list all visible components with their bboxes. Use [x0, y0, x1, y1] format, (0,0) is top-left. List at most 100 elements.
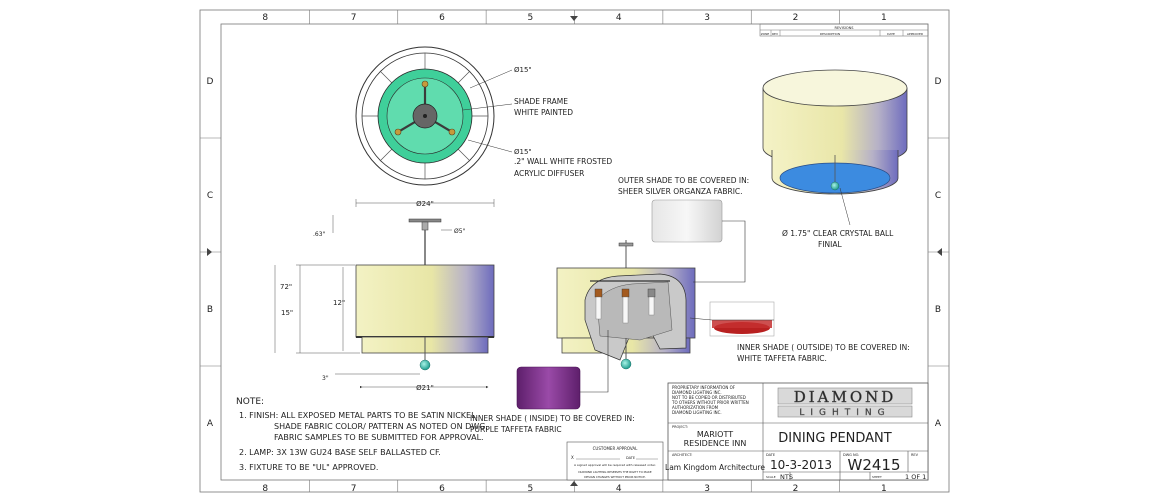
canopy: [408, 218, 442, 223]
section-ball: [620, 358, 632, 370]
swatch-silver-organza: [651, 199, 723, 243]
title-block: PROPRIETARY INFORMATION OF DIAMOND LIGHT…: [665, 382, 929, 481]
inner-outside-note-1: INNER SHADE ( OUTSIDE) TO BE COVERED IN:: [737, 343, 910, 352]
note-line-1: 1. FINISH: ALL EXPOSED METAL PARTS TO BE…: [239, 411, 478, 420]
column-label-1: 1: [881, 484, 887, 494]
rev-col-description: DESCRIPTION: [820, 32, 840, 36]
proprietary-1: PROPRIETARY INFORMATION OF: [672, 385, 736, 390]
column-label-4: 4: [616, 13, 622, 23]
column-label-8: 8: [262, 13, 268, 23]
column-label-4: 4: [616, 484, 622, 494]
row-label-D: D: [207, 77, 214, 87]
dim-frame-diameter: Ø15": [514, 66, 532, 74]
column-label-2: 2: [793, 13, 799, 23]
row-label-C: C: [207, 191, 213, 201]
rev-col-approved: APPROVED: [907, 32, 924, 36]
column-label-5: 5: [527, 13, 533, 23]
note-line-3: FABRIC SAMPLES TO BE SUBMITTED FOR APPRO…: [274, 433, 484, 442]
inner-inside-note-2: PURPLE TAFFETA FABRIC: [470, 425, 562, 434]
dim-outer-height: 15": [281, 309, 293, 317]
row-label-A: A: [935, 419, 942, 429]
customer-approval-box: CUSTOMER APPROVAL X DATE A signed approv…: [566, 441, 664, 481]
centering-marks: [207, 16, 942, 486]
architect-name: Lam Kingdom Architecture: [665, 463, 765, 472]
drawing-number: W2415: [847, 456, 900, 474]
approval-x: X: [571, 455, 574, 460]
column-label-6: 6: [439, 13, 445, 23]
note-line-2: SHADE FABRIC COLOR/ PATTERN AS NOTED ON …: [274, 422, 488, 431]
dim-canopy-diameter: Ø5": [454, 228, 466, 235]
approval-disclaimer-2: DESIGN CHANGES WITHOUT PRIOR NOTICE.: [584, 475, 646, 479]
svg-text:DIAMOND: DIAMOND: [794, 388, 897, 406]
proprietary-3: NOT TO BE COPIED OR DISTRIBUTED: [672, 395, 746, 400]
crystal-ball-finial: [419, 359, 431, 371]
note-line-5: 3. FIXTURE TO BE "UL" APPROVED.: [239, 463, 378, 472]
outer-shade: [355, 264, 495, 338]
finial-note-1: Ø 1.75" CLEAR CRYSTAL BALL: [782, 229, 894, 238]
proprietary-4: TO OTHERS WITHOUT PRIOR WRITTEN: [671, 400, 749, 405]
front-elevation: Ø24" .63" Ø5" 72" 15" 12" 3" Ø21": [274, 199, 495, 392]
column-label-6: 6: [439, 484, 445, 494]
sheet-label: SHEET: [872, 475, 882, 479]
cutaway-section: [556, 240, 696, 370]
column-label-3: 3: [704, 484, 710, 494]
inner-outside-note-2: WHITE TAFFETA FABRIC.: [737, 354, 827, 363]
leader-lines: [580, 220, 774, 393]
column-label-7: 7: [351, 13, 357, 23]
finial-note-2: FINIAL: [818, 240, 842, 249]
revisions-title: REVISIONS: [835, 26, 855, 30]
top-view: Ø15" SHADE FRAME WHITE PAINTED Ø15" .2" …: [355, 46, 612, 186]
rev-col-date: DATE: [887, 32, 895, 36]
row-label-A: A: [207, 419, 214, 429]
notes-title: NOTE:: [236, 397, 264, 407]
architect-label: ARCHITECT:: [672, 453, 693, 457]
column-label-1: 1: [881, 13, 887, 23]
sheet-value: 1 OF 1: [905, 473, 926, 481]
outer-shade-note-2: SHEER SILVER ORGANZA FABRIC.: [618, 187, 743, 196]
iso-top-rim: [762, 69, 908, 107]
column-label-7: 7: [351, 484, 357, 494]
dim-overall-height: 72": [280, 283, 292, 291]
scale-value: NTS: [780, 473, 793, 481]
approval-title: CUSTOMER APPROVAL: [593, 446, 639, 451]
approval-date: DATE: [626, 456, 635, 460]
dim-diffuser-diameter: Ø15": [514, 148, 532, 156]
diamond-lighting-logo: DIAMOND LIGHTING: [777, 387, 913, 418]
drawing-date: 10-3-2013: [770, 458, 832, 472]
dwg-label: DWG NO.: [843, 453, 859, 457]
proprietary-5: AUTHORIZATION FROM: [672, 405, 719, 410]
project-name-2: RESIDENCE INN: [684, 439, 747, 448]
swatch-purple-taffeta: [516, 366, 581, 410]
dim-top-diameter: Ø24": [416, 200, 434, 208]
row-label-B: B: [207, 305, 213, 315]
column-label-8: 8: [262, 484, 268, 494]
iso-view: [762, 69, 908, 226]
column-label-2: 2: [793, 484, 799, 494]
proprietary-2: DIAMOND LIGHTING INC.: [672, 390, 722, 395]
dim-canopy-height: .63": [313, 231, 326, 238]
approval-disclaimer-1: DIAMOND LIGHTING RESERVES THE RIGHT TO M…: [578, 470, 651, 474]
rev-col-rev: REV: [772, 32, 779, 36]
row-label-C: C: [935, 191, 941, 201]
lamp-sockets: [594, 288, 656, 324]
dim-bottom-diameter: Ø21": [416, 384, 434, 392]
socket-markers: [394, 80, 456, 136]
iso-finial: [830, 181, 840, 191]
rev-label: REV: [911, 453, 919, 457]
proprietary-6: DIAMOND LIGHTING INC.: [672, 410, 722, 415]
rev-col-zone: ZONE: [761, 32, 770, 36]
dim-ball: 3": [322, 375, 329, 382]
fabric-swatches: [516, 199, 775, 410]
scale-label: SCALE: [766, 475, 776, 479]
outer-shade-note-1: OUTER SHADE TO BE COVERED IN:: [618, 176, 749, 185]
general-notes: NOTE: 1. FINISH: ALL EXPOSED METAL PARTS…: [236, 397, 488, 472]
date-label: DATE: [766, 453, 775, 457]
revision-block: REVISIONS ZONE REV DESCRIPTION DATE APPR…: [759, 23, 929, 37]
project-label: PROJECT:: [672, 425, 688, 429]
shade-frame-note-1: SHADE FRAME: [514, 97, 568, 106]
product-name: DINING PENDANT: [778, 431, 892, 446]
row-label-B: B: [935, 305, 941, 315]
column-label-5: 5: [527, 484, 533, 494]
